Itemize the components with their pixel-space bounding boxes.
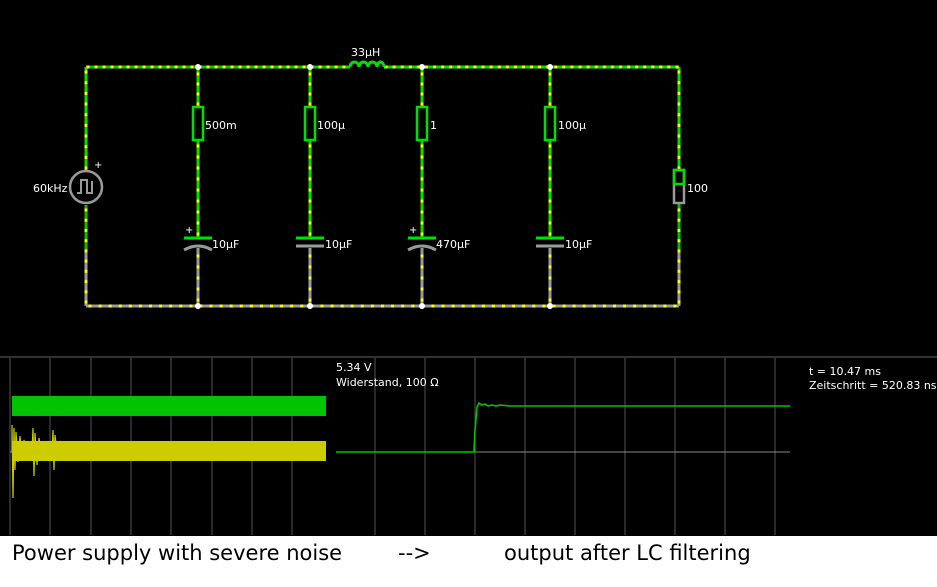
inductor[interactable]: 33µH [346,46,386,69]
wires [84,65,681,308]
capacitor-4-label: 10µF [565,238,592,251]
capacitor-2[interactable]: 10µF [296,236,352,251]
caption-bar [0,536,937,587]
junction-nodes [195,64,553,309]
capacitor-4[interactable]: 10µF [536,236,592,251]
source-frequency-label: 60kHz [33,182,68,195]
scope-right-output-trace [336,401,790,453]
inductor-label: 33µH [351,46,380,59]
capacitor-1-polarity: + [185,225,193,236]
scope-left[interactable] [9,358,326,535]
resistor-4-label: 100µ [558,119,586,132]
resistor-3[interactable]: 1 [415,105,437,142]
resistor-2[interactable]: 100µ [303,105,345,142]
scope-left-green-trace [12,396,326,416]
capacitor-1-label: 10µF [212,238,239,251]
load-resistor-label: 100 [687,182,708,195]
circuit-canvas[interactable]: 60kHz + 33µH 500m 100µ 1 100µ 100 + 10µF [0,0,937,540]
source-polarity-label: + [94,160,102,171]
square-wave-icon [77,179,93,194]
scope-voltage-readout: 5.34 V [336,361,372,374]
resistor-3-label: 1 [430,119,437,132]
resistor-1-label: 500m [205,119,237,132]
scope-left-noise-spikes [11,424,65,499]
resistor-4[interactable]: 100µ [543,105,586,142]
caption-arrow: --> [398,541,431,565]
sim-info: t = 10.47 ms Zeitschritt = 520.83 ns [809,365,937,392]
capacitor-3-polarity: + [409,225,417,236]
caption-left: Power supply with severe noise [12,541,343,565]
sim-time: t = 10.47 ms [809,365,881,378]
scope-right[interactable]: 5.34 V Widerstand, 100 Ω [336,358,790,535]
sim-timestep: Zeitschritt = 520.83 ns [809,379,937,392]
resistor-2-label: 100µ [317,119,345,132]
capacitor-2-label: 10µF [325,238,352,251]
ac-source[interactable]: 60kHz + [33,160,104,205]
current-dots [84,65,681,308]
scope-left-yellow-trace [12,441,326,461]
scope-right-grid [374,358,776,535]
resistor-1[interactable]: 500m [191,105,237,142]
scope-element-readout: Widerstand, 100 Ω [336,376,439,389]
capacitor-3-label: 470µF [436,238,470,251]
caption-right: output after LC filtering [504,541,751,565]
capacitor-3[interactable]: + 470µF [407,225,470,252]
capacitor-1[interactable]: + 10µF [183,225,239,252]
load-resistor[interactable]: 100 [672,168,708,205]
